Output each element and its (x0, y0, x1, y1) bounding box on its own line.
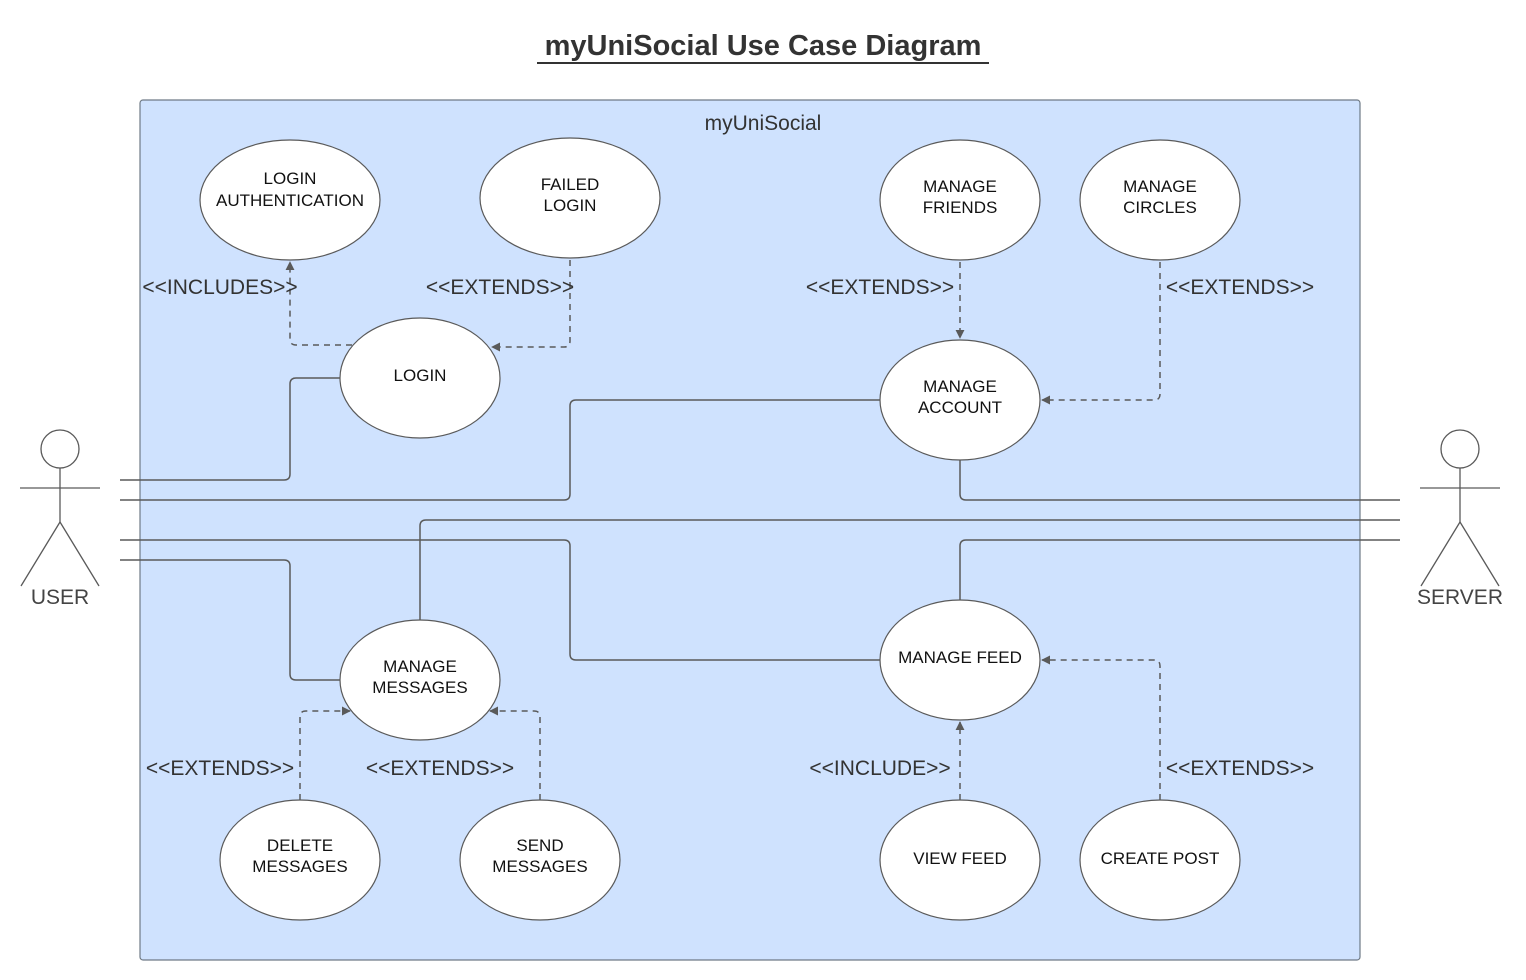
extend-delete-messages (299, 706, 351, 800)
assoc-user-manage-account (120, 399, 880, 501)
actor-server-head-icon (1440, 429, 1480, 469)
label-extends-send: <<EXTENDS>> (366, 757, 514, 780)
assoc-server-manage-messages (419, 519, 1400, 620)
extend-manage-circles (1041, 262, 1161, 405)
label-includes: <<INCLUDES>> (142, 276, 297, 299)
extend-send-messages (489, 706, 541, 800)
assoc-user-manage-messages (120, 559, 340, 681)
assoc-user-manage-feed (120, 539, 880, 661)
label-extends-failed: <<EXTENDS>> (426, 276, 574, 299)
assoc-user-login (120, 377, 340, 481)
svg-text:MANAGE FEED: MANAGE FEED (898, 648, 1022, 667)
actor-user-label: USER (31, 586, 89, 609)
actor-user: USER (20, 429, 100, 609)
diagram-title: myUniSocial Use Case Diagram (545, 30, 982, 62)
assoc-server-manage-account (959, 460, 1400, 501)
actor-server-label: SERVER (1417, 586, 1503, 609)
label-extends-delete: <<EXTENDS>> (146, 757, 294, 780)
system-boundary-label: myUniSocial (705, 112, 822, 135)
system-boundary (139, 99, 1361, 961)
extend-create-post (1041, 655, 1161, 800)
use-case-login: LOGIN (339, 317, 501, 439)
label-include-view: <<INCLUDE>> (809, 757, 950, 780)
actor-user-head-icon (40, 429, 80, 469)
label-extends-friends: <<EXTENDS>> (806, 276, 954, 299)
label-extends-circles: <<EXTENDS>> (1166, 276, 1314, 299)
actor-server: SERVER (1417, 429, 1503, 609)
assoc-server-manage-feed (959, 539, 1400, 600)
svg-text:CREATE POST: CREATE POST (1101, 849, 1220, 868)
label-extends-post: <<EXTENDS>> (1166, 757, 1314, 780)
use-case-create-post: CREATE POST (1079, 799, 1241, 921)
svg-text:VIEW FEED: VIEW FEED (913, 849, 1007, 868)
extend-failed-login (491, 260, 571, 352)
use-case-manage-feed: MANAGE FEED (879, 599, 1041, 721)
include-login-authentication (285, 261, 352, 346)
svg-text:LOGIN: LOGIN (394, 366, 447, 385)
use-case-view-feed: VIEW FEED (879, 799, 1041, 921)
